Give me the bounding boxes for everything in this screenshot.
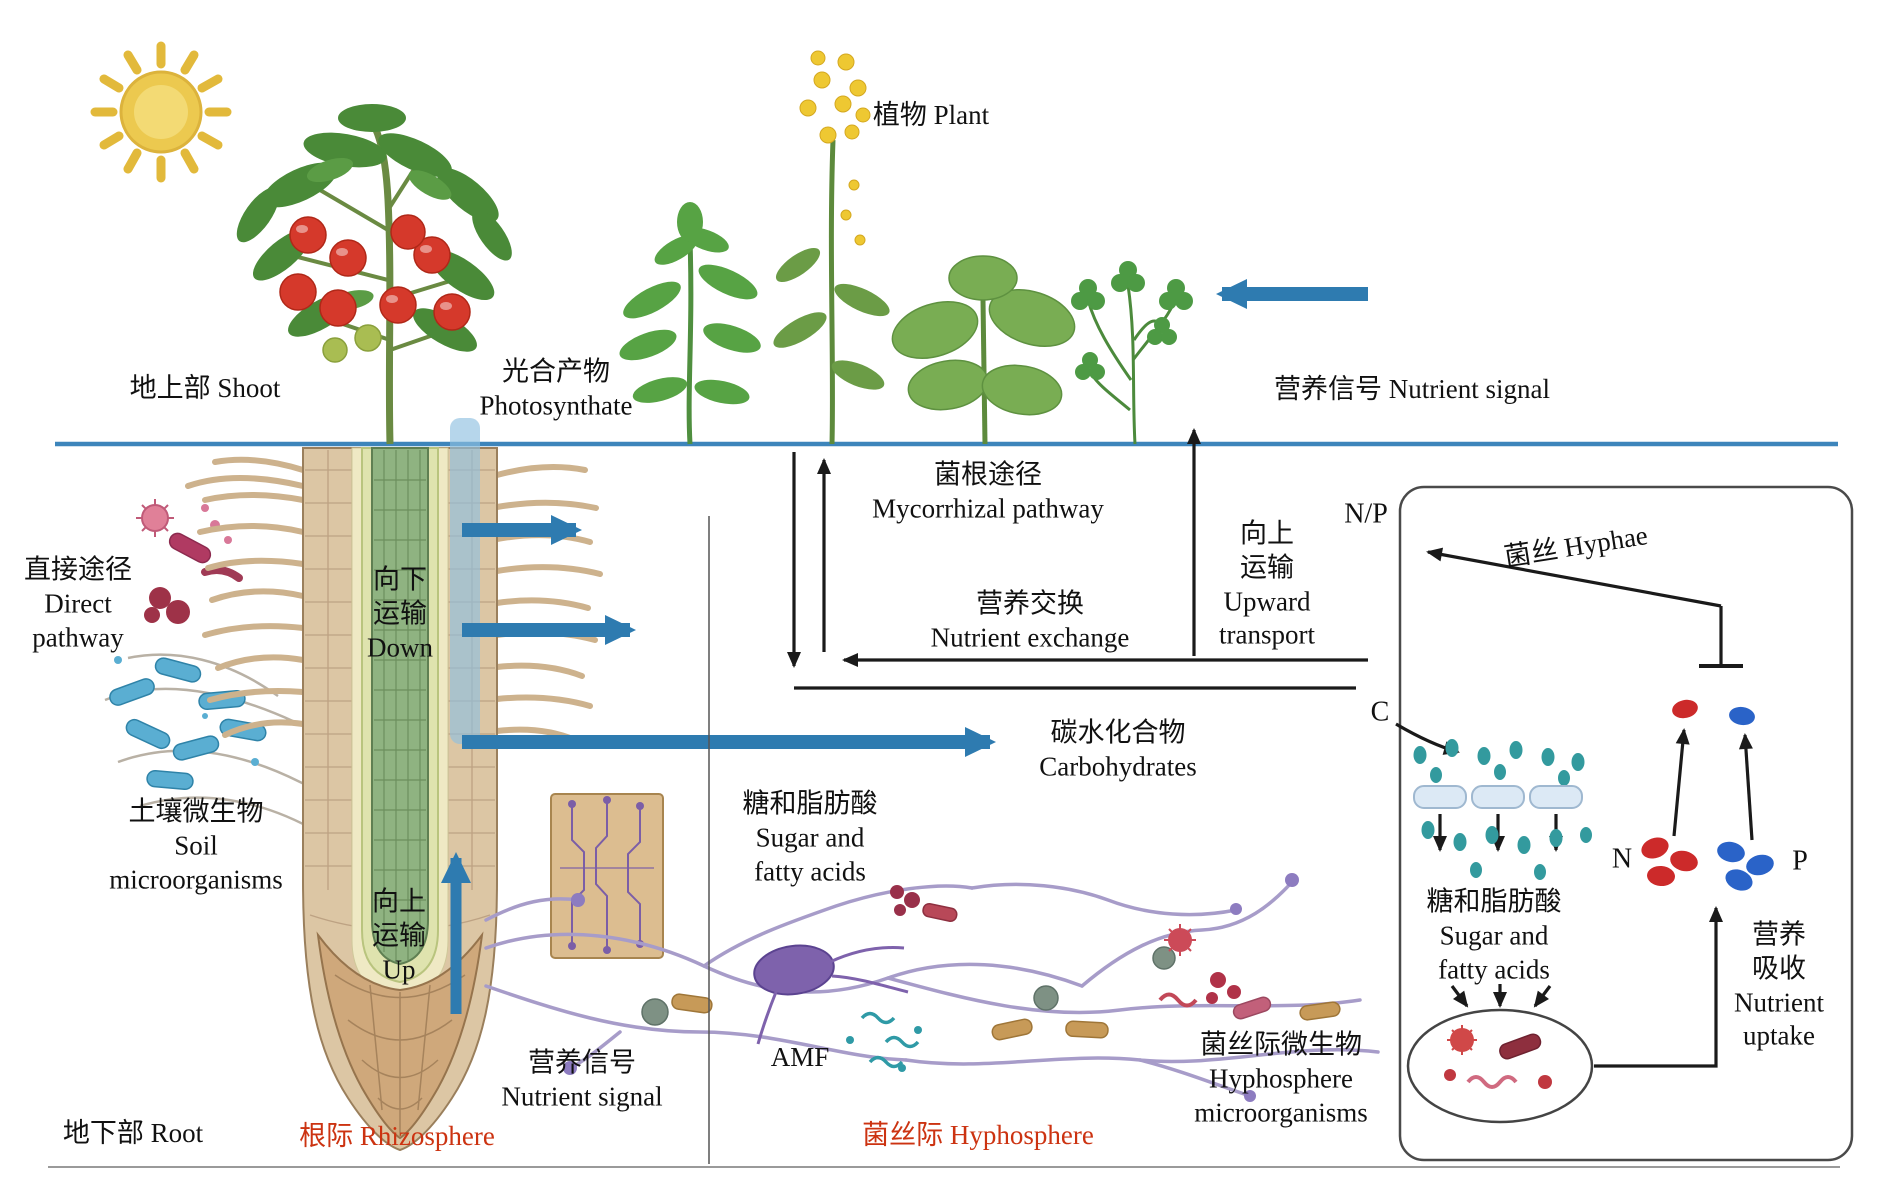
hyphosphere-region-label: 菌丝际 Hyphosphere: [862, 1120, 1094, 1151]
rhizosphere-region-label: 根际 Rhizosphere: [299, 1121, 495, 1152]
teal-nutrient-dots: [1413, 739, 1592, 880]
n-up-arrow: [1672, 728, 1690, 837]
blue-arrows: [441, 279, 1368, 1014]
n-molecule: [1672, 699, 1698, 719]
carbohydrates-label: 碳水化合物 Carbohydrates: [1039, 717, 1197, 781]
panel-sugar-fatty-label: 糖和脂肪酸 Sugar and fatty acids: [1426, 886, 1562, 984]
hyphae-vesicles: [563, 873, 1299, 1102]
mycorrhizal-pathway-label: 菌根途径 Mycorrhizal pathway: [872, 459, 1104, 523]
microbe-ellipse: [1406, 1008, 1594, 1124]
upward-transport-label: 向上 运输 Upward transport: [1219, 518, 1315, 650]
amf-label: AMF: [770, 1042, 830, 1073]
clover-plant-illustration: [1071, 261, 1193, 445]
flowering-plant-illustration: [773, 50, 890, 445]
hyphosphere-bacteria: [641, 885, 1341, 1072]
p-cluster: [1717, 841, 1774, 891]
nutrient-signal-bottom-label: 营养信号 Nutrient signal: [501, 1047, 663, 1111]
soil-microorganisms-label: 土壤微生物 Soil microorganisms: [109, 796, 283, 894]
hyphosphere-microorganisms-label: 菌丝际微生物 Hyphosphere microorganisms: [1194, 1029, 1368, 1127]
shoot-label: 地上部 Shoot: [129, 373, 281, 404]
direct-pathway-label: 直接途径 Direct pathway: [24, 554, 132, 652]
down-transport-label: 向下 运输 Down: [367, 564, 433, 662]
sugar-fatty-acids-label: 糖和脂肪酸 Sugar and fatty acids: [742, 788, 878, 886]
root-fragment-plasmodesmata: [550, 793, 664, 959]
membrane-transporters: [1413, 785, 1583, 809]
tomato-plant-illustration: [236, 104, 512, 445]
hyphae-detail-panel: [1398, 485, 1854, 1162]
sun-icon: [90, 41, 232, 183]
p-label: P: [1792, 845, 1808, 877]
photosynthate-label: 光合产物 Photosynthate: [479, 356, 633, 420]
nutrient-signal-top-label: 营养信号 Nutrient signal: [1274, 374, 1550, 405]
p-up-arrow: [1738, 733, 1754, 841]
c-label: C: [1370, 696, 1390, 728]
plant-label: 植物 Plant: [872, 100, 990, 131]
leafy-plant-illustration: [619, 202, 761, 445]
up-transport-label: 向上 运输 Up: [372, 886, 426, 984]
panel-contents: [1406, 547, 1774, 1124]
amf-spore: [753, 944, 909, 1045]
p-molecule: [1729, 706, 1755, 726]
nutrient-uptake-label: 营养 吸收 Nutrient uptake: [1734, 919, 1824, 1051]
np-label: N/P: [1344, 498, 1388, 530]
red-microbes-cluster: [136, 499, 243, 624]
nutrient-exchange-label: 营养交换 Nutrient exchange: [930, 588, 1130, 652]
transport-band-blue: [450, 418, 480, 744]
hyphae-arrow: [1426, 547, 1722, 608]
n-cluster: [1641, 837, 1698, 887]
n-label: N: [1611, 843, 1633, 875]
broadleaf-plant-illustration: [891, 255, 1076, 445]
nutrient-uptake-arrow: [1594, 906, 1723, 1068]
fungal-hyphae-network: [484, 880, 1380, 1098]
root-label: 地下部 Root: [62, 1118, 204, 1149]
